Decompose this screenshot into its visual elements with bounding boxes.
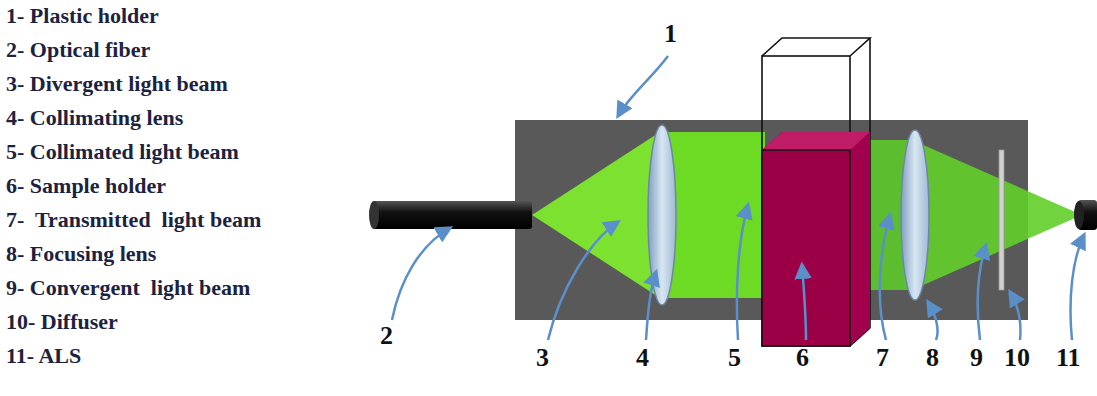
callout-number: 10 — [1004, 344, 1030, 373]
callout-number: 2 — [380, 322, 393, 351]
fiber-end — [369, 201, 379, 229]
callout-number: 7 — [876, 344, 889, 373]
callout-number: 8 — [926, 344, 939, 373]
callout-number: 11 — [1056, 344, 1081, 373]
key-item: 3- Divergent light beam — [6, 72, 228, 96]
diffuser — [999, 150, 1004, 290]
key-item: 4- Collimating lens — [6, 106, 183, 130]
sample-front — [762, 150, 850, 346]
collimating-lens — [648, 125, 676, 305]
key-item: 7- Transmitted light beam — [6, 208, 261, 232]
key-item: 8- Focusing lens — [6, 242, 156, 266]
key-item: 6- Sample holder — [6, 174, 166, 198]
key-item: 2- Optical fiber — [6, 38, 150, 62]
sample-holder — [762, 132, 870, 346]
sample-holder-outline — [762, 38, 870, 346]
key-item: 5- Collimated light beam — [6, 140, 239, 164]
callout-number: 9 — [970, 344, 983, 373]
callout-number: 6 — [796, 344, 809, 373]
callout-number: 5 — [728, 344, 741, 373]
convergent-beam — [912, 140, 1082, 290]
key-item: 10- Diffuser — [6, 310, 118, 334]
key-item: 11- ALS — [6, 344, 81, 368]
key-item: 1- Plastic holder — [6, 4, 159, 28]
optical-fiber — [372, 201, 532, 229]
sample-top — [762, 132, 870, 150]
callout-number: 4 — [636, 344, 649, 373]
divergent-beam — [532, 132, 660, 298]
als-face — [1074, 201, 1084, 229]
callout-number: 3 — [536, 344, 549, 373]
key-item: 9- Convergent light beam — [6, 276, 250, 300]
leader-lines — [392, 56, 1084, 340]
callout-number: 1 — [664, 20, 677, 49]
focusing-lens — [901, 130, 929, 300]
